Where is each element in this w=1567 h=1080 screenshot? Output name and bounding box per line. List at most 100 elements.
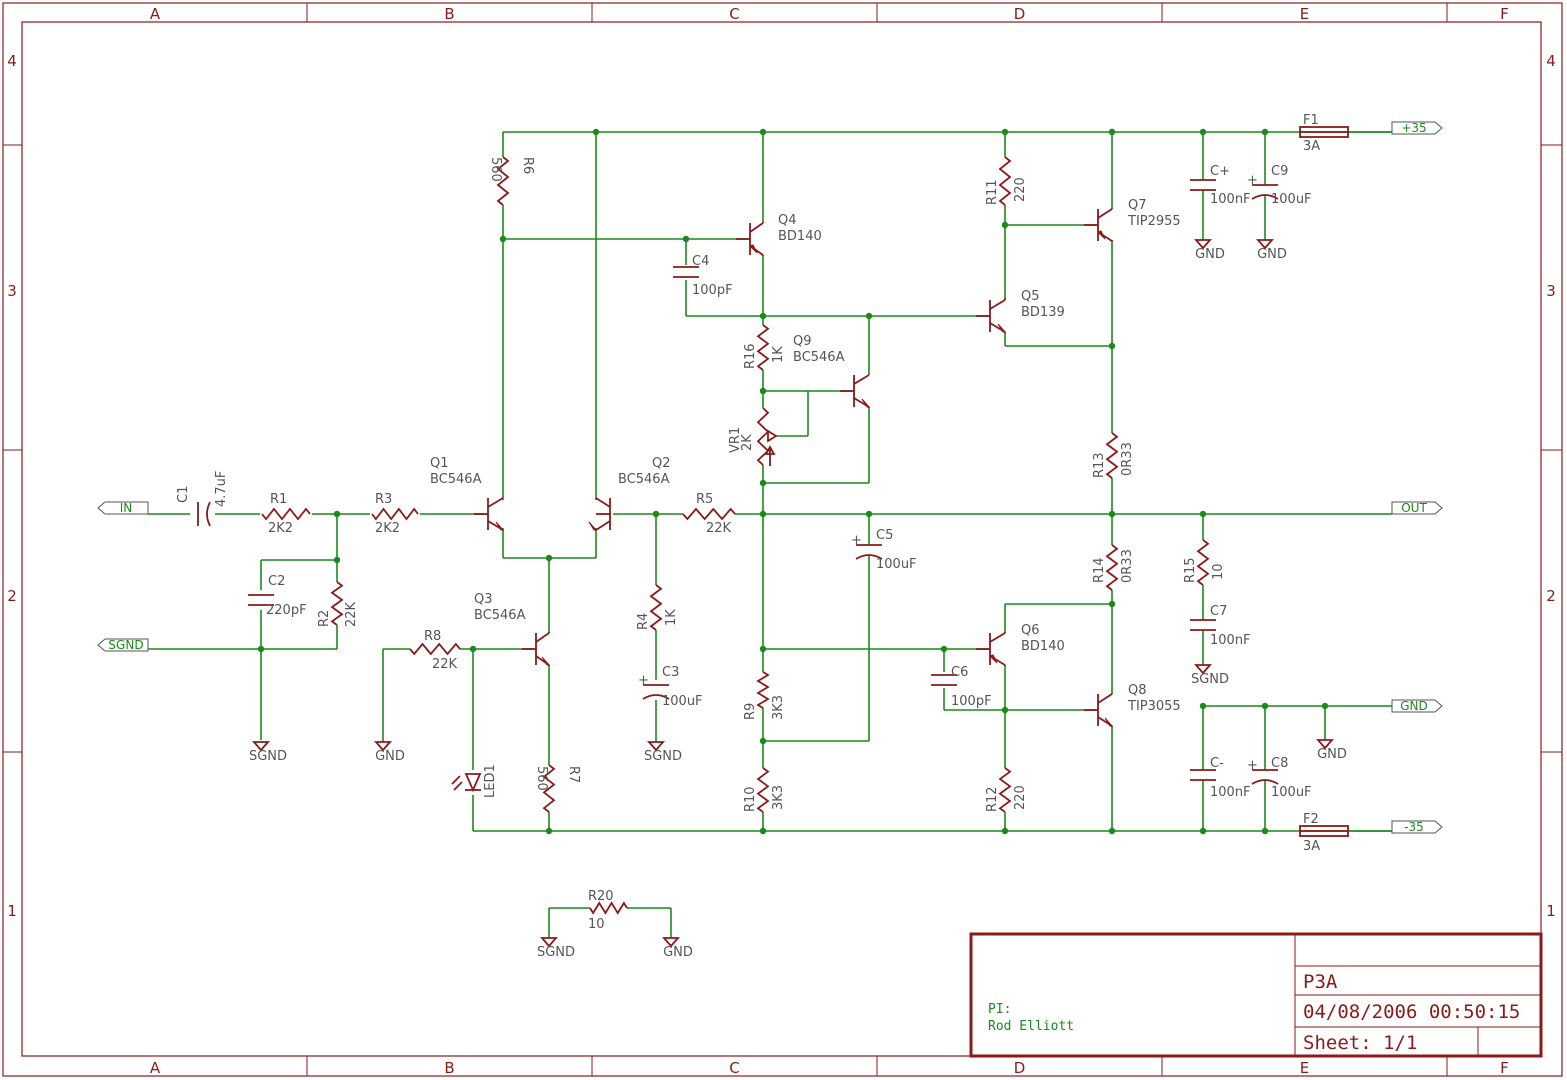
q5-value-label: BD139 [1021,305,1065,320]
cp-value-label: 100nF [1210,192,1251,207]
junction-dot [1108,827,1116,835]
column-label-bottom: F [1500,1059,1509,1077]
r3-name-label: R3 [375,492,392,507]
resistor-R3 [371,507,419,521]
C8-plate-curved [1251,779,1279,785]
sgnd-label: SGND [1191,672,1229,687]
R5-zigzag [682,507,736,521]
gnd-symbol [1256,239,1274,250]
vr1-value-label: 2K [740,434,755,451]
capacitor-C8: + [1247,758,1279,785]
R9-zigzag [756,671,770,709]
r6-value-label: 560 [488,157,503,182]
column-label-top: E [1300,5,1309,23]
r20-value-label: 10 [588,917,605,932]
LED1-ray [453,781,463,791]
net-label-in [97,501,149,515]
net-label-out [1391,501,1443,515]
c3-value-label: 100uF [662,694,703,709]
Q8-arrow [1104,717,1114,727]
f1-name-label: F1 [1303,113,1319,128]
row-label-right: 2 [1546,587,1556,605]
VR1-zigzag [756,407,770,466]
gnd-symbol [1316,739,1334,750]
sgnd-symbol-symbol [252,741,270,752]
net-label-gnd-flag [1391,699,1443,713]
fuse-F1 [1299,126,1349,138]
C1-plate-curved [206,501,211,527]
Q2-collector [595,497,611,508]
junction-dot [865,312,873,320]
transistor-Q4 [736,222,764,256]
resistor-R1 [261,507,311,521]
capacitor-Cp [1190,179,1216,191]
capacitor-C7 [1190,619,1216,631]
VR1-wiper-arrow [767,429,778,443]
capacitor-Cm [1190,769,1216,781]
sheet-number: Sheet: 1/1 [1303,1032,1417,1054]
net-label-in-flag [97,501,149,515]
net-label-sgnd-flag [97,638,149,652]
r10-name-label: R10 [743,786,758,812]
junction-dot [1261,128,1269,136]
junction-dot [545,554,553,562]
r13-value-label: 0R33 [1120,442,1135,476]
Q6-arrow [989,654,998,664]
gnd-symbol [662,937,680,948]
c5-name-label: C5 [876,528,893,543]
sgnd-symbol [1194,664,1212,675]
column-label-bottom: D [1014,1059,1026,1077]
junction-dot [1261,827,1269,835]
gnd-label: GND [1317,747,1347,762]
r1-value-label: 2K2 [268,521,293,536]
Q3-arrow [541,656,551,666]
q8-name-label: Q8 [1128,683,1147,698]
junction-dot [1108,128,1116,136]
cp-name-label: C+ [1210,164,1230,179]
q9-value-label: BC546A [793,350,845,365]
junction-dot [1001,221,1009,229]
junction-dot [1108,600,1116,608]
net-label-pos35-flag [1391,121,1443,135]
q6-value-label: BD140 [1021,639,1065,654]
r7-value-label: 560 [534,766,549,791]
r5-value-label: 22K [706,521,732,536]
gnd-label: GND [663,945,693,960]
Q9-collector [853,374,870,385]
column-label-bottom: E [1300,1059,1309,1077]
sgnd-symbol [647,741,665,752]
R13-zigzag [1105,432,1119,479]
c1-name-label: C1 [176,486,191,503]
R8-zigzag [409,642,461,656]
resistor-R2 [330,581,344,626]
junction-dot [682,235,690,243]
junction-dot [1001,827,1009,835]
junction-dot [1108,510,1116,518]
r5-name-label: R5 [696,492,713,507]
r9-name-label: R9 [743,703,758,720]
R10-zigzag [756,767,770,813]
row-label-right: 1 [1546,902,1556,920]
gnd-symbol-symbol [1316,739,1334,750]
r8-name-label: R8 [424,629,441,644]
R15-zigzag [1196,539,1210,586]
cm-name-label: C- [1210,756,1224,771]
c3-name-label: C3 [662,665,679,680]
r6-name-label: R6 [520,157,535,174]
LED1-body [464,773,482,793]
q8-value-label: TIP3055 [1127,699,1181,714]
junction-dot [652,510,660,518]
c4-value-label: 100pF [692,283,733,298]
junction-dot [333,510,341,518]
Q4-arrow [749,244,758,254]
Q6-collector [989,632,1006,643]
R4-zigzag [649,584,663,631]
c7-name-label: C7 [1210,604,1227,619]
junction-dot [865,510,873,518]
C8-plus-mark: + [1247,758,1258,773]
r13-name-label: R13 [1092,452,1107,478]
capacitor-C1 [197,501,211,527]
